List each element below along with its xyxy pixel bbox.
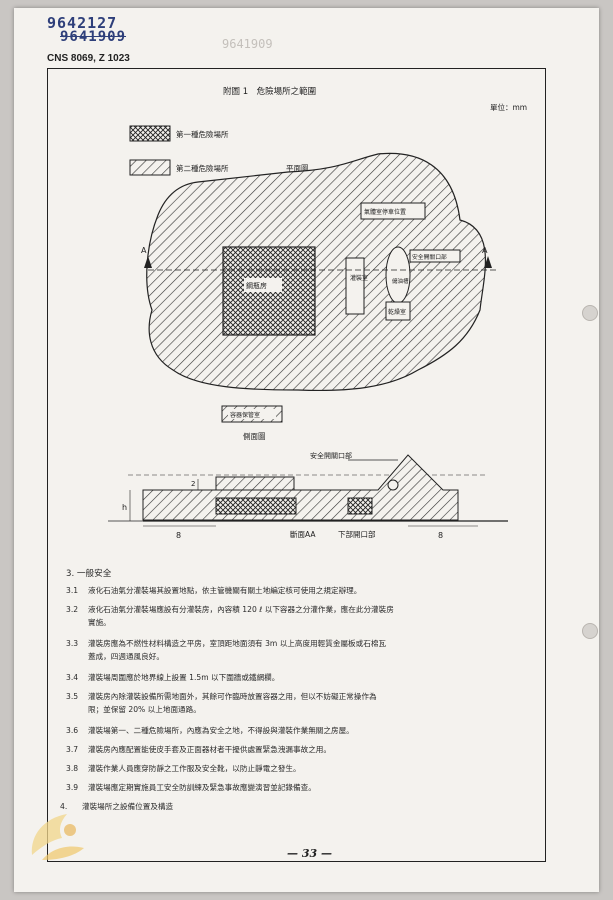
dim-2: 2 [191,480,195,488]
pit-structure [385,246,411,304]
dim-right: 8 [438,531,443,540]
legend-type1-swatch [129,125,171,142]
section-marker-right: A [482,246,488,255]
hazard-area-figure: 附圖 1 危險場所之範圍 單位：mm 第一種危險場所 第二種危險場所 平面圖 鋼… [108,86,527,540]
type2-hazard-zone [146,152,486,392]
figure-caption: 附圖 1 危險場所之範圍 [223,86,316,97]
pit-label: 儲油槽 [392,277,409,285]
gas-cabinet-label: 容器保管室 [230,411,260,419]
list-item: 4. 灌裝場所之設備位置及構造 [60,800,520,813]
page-number: — 33 — [287,847,332,860]
dim-h: h [122,503,127,512]
valve-icon [387,479,399,491]
safety-valve-section-label: 安全開關口部 [310,451,352,460]
watermark-logo-icon [31,814,84,860]
content-frame [47,68,546,862]
filling-room-label: 灌裝室 [350,274,368,282]
section-arrow-left-icon [144,256,152,268]
item-number: 3.7 [66,745,79,754]
item-text: 灌裝房內除灌裝設備所需地面外，其餘可作臨時放置容器之用，但以不妨礙正常操作為 [88,692,377,701]
standard-number: CNS 8069, Z 1023 [47,53,130,64]
item-text: 灌裝場周圍應於地界線上設置 1.5m 以下圍牆或鐵網欄。 [88,673,280,682]
list-item: 3.3 灌裝房應為不燃性材料構造之平房，室頂距地面須有 3m 以上高度用輕質金屬板… [66,637,526,663]
binding-hole-icon [582,305,598,321]
binding-hole-icon [582,623,598,639]
document-page [14,8,599,892]
gas-storage-room-label: 鋼瓶房 [246,281,267,290]
item-number: 3.1 [66,586,79,595]
item-number: 3.4 [66,673,79,682]
item-number: 3.8 [66,764,79,773]
item-number: 3.6 [66,726,79,735]
legend-type1-label: 第一種危險場所 [176,129,229,139]
item-text: 灌裝房內應配置能使皮手套及正面器材者干擾供處置緊急洩漏事故之用。 [88,745,331,754]
item-text: 灌裝作業人員應穿防靜之工作服及安全靴，以防止靜電之發生。 [88,764,301,773]
item-text: 灌裝場第一、二種危險場所，內應為安全之地，不得設與灌裝作業無關之房屋。 [88,726,354,735]
stamp-code-top: 9642127 [47,14,118,32]
list-item: 3.6 灌裝場第一、二種危險場所，內應為安全之地，不得設與灌裝作業無關之房屋。 [66,724,526,737]
plan-view-label: 平面圖 [286,164,309,173]
item-number: 3.9 [66,783,79,792]
lower-opening-label: 下部開口部 [338,529,376,539]
list-item: 3.8 灌裝作業人員應穿防靜之工作服及安全靴，以防止靜電之發生。 [66,762,526,775]
item-text: 灌裝場應定期實施員工安全防訓練及緊急事故應變演習並記錄備查。 [88,783,316,792]
filling-room [345,257,365,315]
section-marker-left: A [141,246,147,255]
stamp-code-second: 9641909 [60,29,127,45]
dim-left: 8 [176,531,181,540]
item-number: 3.2 [66,605,79,614]
item-text-continued: 蓋成，四週通風良好。 [88,652,164,661]
item-number: 4. [60,802,68,811]
list-item: 3.4 灌裝場周圍應於地界線上設置 1.5m 以下圍牆或鐵網欄。 [66,671,526,684]
list-item: 3.7 灌裝房內應配置能使皮手套及正面器材者干擾供處置緊急洩漏事故之用。 [66,743,526,756]
item-text-continued: 限；並保留 20% 以上地面通路。 [88,705,201,714]
section-aa-label: 斷面AA [290,529,316,539]
item-text: 灌裝房應為不燃性材料構造之平房，室頂距地面須有 3m 以上高度用輕質金屬板或石棉… [88,639,387,648]
equipment-box [360,202,426,220]
dryer-room-label: 乾燥室 [388,308,406,316]
section-type1-block [215,497,297,515]
item-number: 3.3 [66,639,79,648]
equipment-label: 氣體室停車位置 [364,208,406,216]
safety-valve-box [409,249,461,263]
item-text: 液化石油氣分灌裝場應設有分灌裝房，內容積 120 ℓ 以下容器之分灌作業，應在此… [88,605,394,614]
item-text: 灌裝場所之設備位置及構造 [82,802,174,811]
dryer-room [385,301,411,321]
legend-type2-label: 第二種危險場所 [176,163,229,173]
item-text-continued: 實施。 [88,618,111,627]
section-title: 3. 一般安全 [66,569,112,579]
list-item: 3.5 灌裝房內除灌裝設備所需地面外，其餘可作臨時放置容器之用，但以不妨礙正常操作… [66,690,526,716]
list-item: 3.1 液化石油氣分灌裝場其設置地點，依主管機關有關土地編定核可使用之規定辦理。 [66,584,526,597]
stamp-code-faint: 9641909 [222,37,273,51]
item-number: 3.5 [66,692,79,701]
unit-label: 單位：mm [490,102,527,112]
side-view-label: 側面圖 [243,431,266,441]
list-item: 3.2 液化石油氣分灌裝場應設有分灌裝房，內容積 120 ℓ 以下容器之分灌作業，… [66,603,526,629]
item-text: 液化石油氣分灌裝場其設置地點，依主管機關有關土地編定核可使用之規定辦理。 [88,586,362,595]
legend-type2-swatch [129,159,171,176]
section-arrow-right-icon [484,256,492,268]
list-item: 3.9 灌裝場應定期實施員工安全防訓練及緊急事故應變演習並記錄備查。 [66,781,526,794]
safety-valve-label: 安全開關口部 [412,253,447,261]
section-upper-block [215,476,295,492]
section-pit-block [347,497,373,515]
